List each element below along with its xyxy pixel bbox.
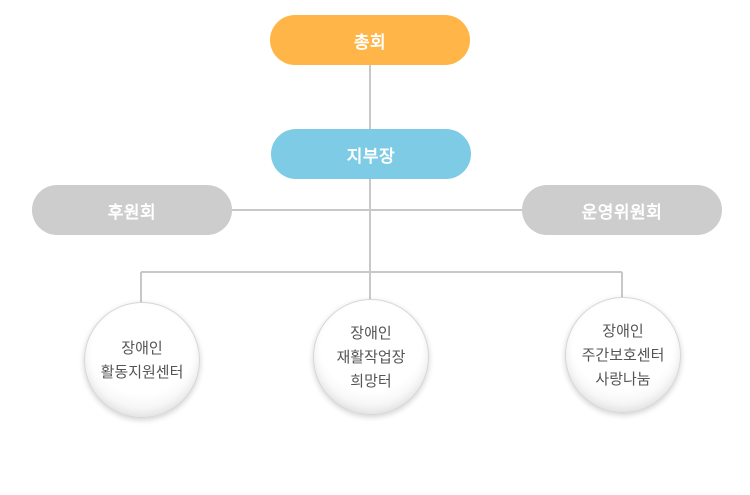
branch-head-label: 지부장 — [346, 146, 396, 167]
branch-head-node: 지부장 — [271, 129, 471, 179]
unit-day-care-center: 장애인 주간보호센터 사랑나눔 — [565, 297, 681, 413]
unit-1-line-2: 활동지원센터 — [100, 363, 184, 381]
unit-3-line-3: 사랑나눔 — [595, 370, 651, 388]
supporters-committee-node: 후원회 — [32, 185, 232, 235]
unit-3-line-2: 주간보호센터 — [581, 346, 665, 364]
unit-rehab-workshop: 장애인 재활작업장 희망터 — [313, 299, 429, 415]
unit-2-line-3: 희망터 — [350, 372, 392, 390]
general-assembly-node: 총회 — [270, 15, 470, 65]
unit-1-line-1: 장애인 — [121, 339, 163, 357]
general-assembly-label: 총회 — [353, 32, 387, 53]
unit-activity-support-center: 장애인 활동지원센터 — [84, 302, 200, 418]
unit-2-line-2: 재활작업장 — [336, 348, 406, 366]
operating-committee-label: 운영위원회 — [581, 202, 663, 223]
supporters-committee-label: 후원회 — [107, 202, 157, 223]
unit-3-line-1: 장애인 — [602, 322, 644, 340]
operating-committee-node: 운영위원회 — [522, 185, 722, 235]
unit-2-line-1: 장애인 — [350, 324, 392, 342]
